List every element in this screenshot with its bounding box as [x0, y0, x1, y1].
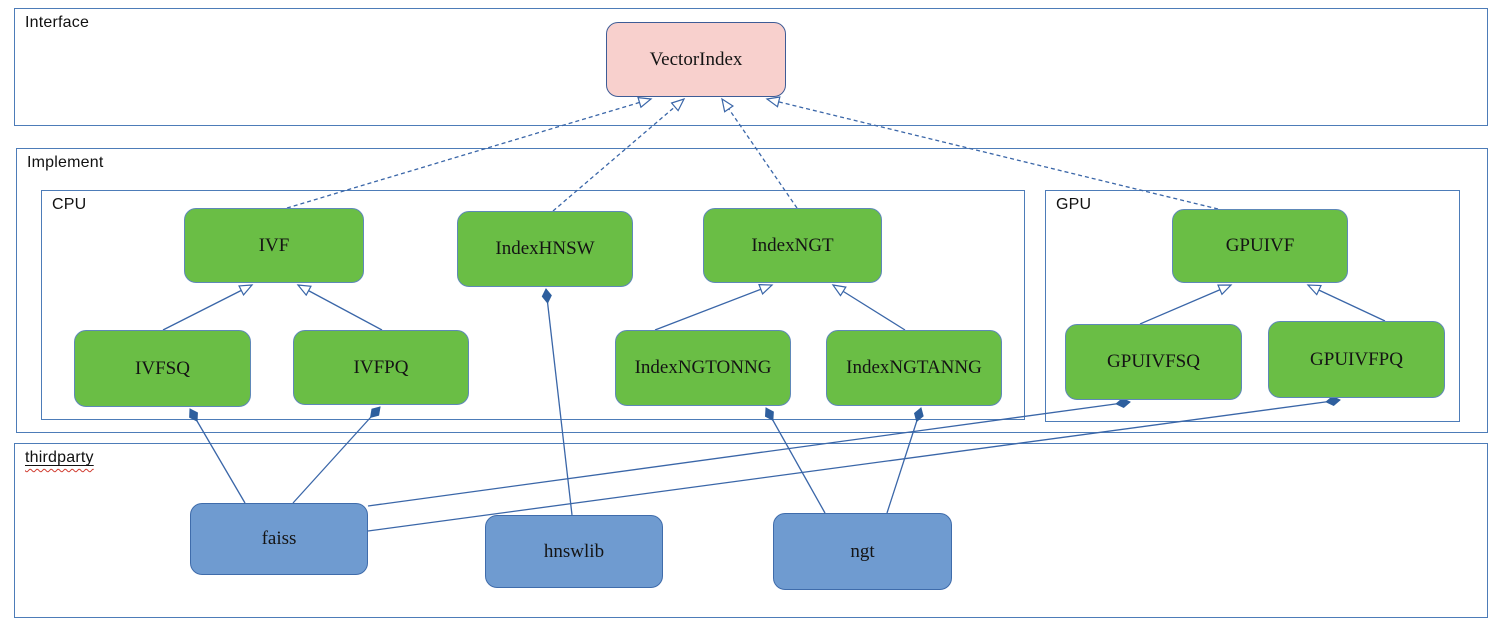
class-node-IVFPQ[interactable]: IVFPQ [293, 330, 469, 405]
class-node-label-ngt: ngt [850, 540, 875, 562]
class-node-label-GPUIVFPQ: GPUIVFPQ [1310, 348, 1403, 370]
class-node-IndexNGTANNG[interactable]: IndexNGTANNG [826, 330, 1002, 406]
class-node-GPUIVF[interactable]: GPUIVF [1172, 209, 1348, 283]
class-node-label-hnswlib: hnswlib [543, 540, 605, 562]
class-node-label-GPUIVF: GPUIVF [1225, 235, 1295, 256]
class-node-label-IVFPQ: IVFPQ [353, 356, 409, 378]
group-label-interface: Interface [25, 14, 90, 31]
class-node-label-IndexNGTONNG: IndexNGTONNG [634, 357, 772, 378]
class-node-IndexHNSW[interactable]: IndexHNSW [457, 211, 633, 287]
group-label-implement: Implement [27, 154, 104, 171]
class-node-label-VectorIndex: VectorIndex [649, 48, 743, 70]
group-label-text-thirdparty: thirdparty [25, 449, 94, 466]
class-node-label-IndexHNSW: IndexHNSW [495, 238, 595, 259]
class-node-hnswlib[interactable]: hnswlib [485, 515, 663, 588]
class-node-faiss[interactable]: faiss [190, 503, 368, 575]
class-node-label-faiss: faiss [261, 528, 297, 549]
class-node-VectorIndex[interactable]: VectorIndex [606, 22, 786, 97]
class-node-GPUIVFPQ[interactable]: GPUIVFPQ [1268, 321, 1445, 398]
class-node-label-IndexNGTANNG: IndexNGTANNG [846, 357, 982, 378]
class-node-IVF[interactable]: IVF [184, 208, 364, 283]
class-node-label-IVFSQ: IVFSQ [135, 357, 190, 379]
class-node-label-IVF: IVF [258, 234, 290, 256]
group-label-cpu: CPU [52, 196, 87, 213]
class-node-IVFSQ[interactable]: IVFSQ [74, 330, 251, 407]
class-node-IndexNGTONNG[interactable]: IndexNGTONNG [615, 330, 791, 406]
class-node-label-GPUIVFSQ: GPUIVFSQ [1107, 351, 1200, 372]
class-node-ngt[interactable]: ngt [773, 513, 952, 590]
class-node-IndexNGT[interactable]: IndexNGT [703, 208, 882, 283]
class-node-GPUIVFSQ[interactable]: GPUIVFSQ [1065, 324, 1242, 400]
group-label-thirdparty: thirdparty [25, 449, 94, 467]
class-node-label-IndexNGT: IndexNGT [751, 234, 834, 256]
